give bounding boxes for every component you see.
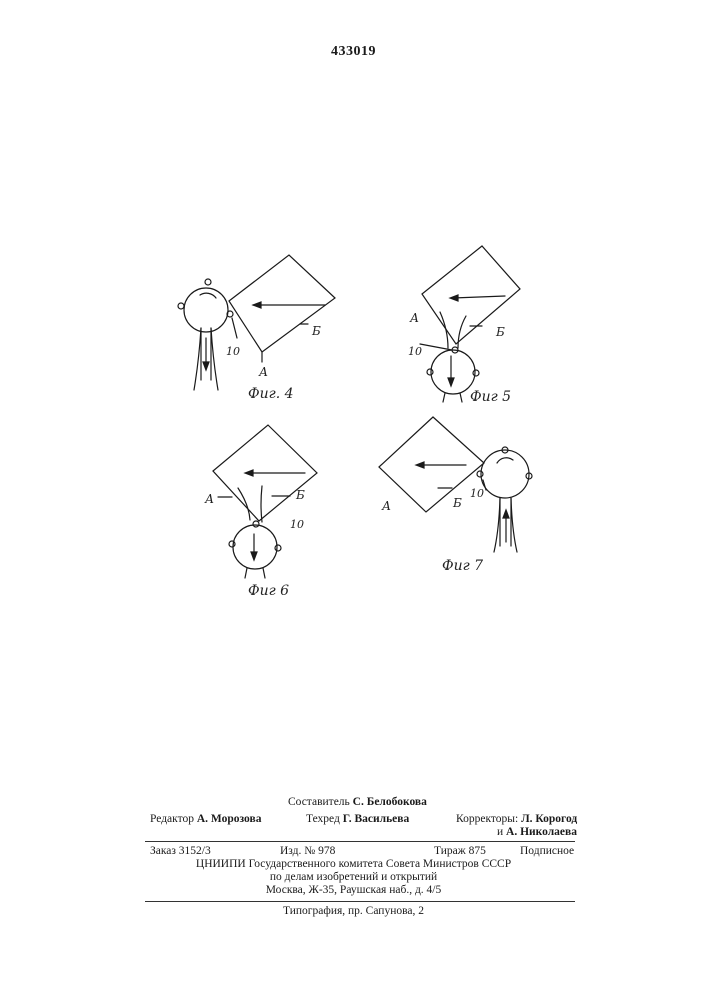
divider-top [145, 841, 575, 842]
correctors-label: Корректоры: [456, 813, 518, 825]
corrector-1: Л. Корогод [521, 813, 577, 825]
fig5-caption: Фиг 5 [470, 389, 511, 405]
fig7-roller [481, 450, 529, 498]
fig4-caption: Фиг. 4 [248, 386, 294, 402]
fig6-caption: Фиг 6 [248, 583, 289, 599]
printing-house: Типография, пр. Сапунова, 2 [0, 905, 707, 917]
figure-7: 10 А Б Фиг 7 [379, 417, 532, 574]
fig5-panel [422, 246, 520, 344]
editor-line: Редактор А. Морозова [150, 813, 261, 825]
fig4-roller [184, 288, 228, 332]
editor-label: Редактор [150, 813, 194, 825]
subscription: Подписное [520, 845, 574, 857]
techred-label: Техред [306, 813, 340, 825]
compiler-name: С. Белобокова [353, 796, 427, 808]
compiler-line: Составитель С. Белобокова [288, 796, 427, 808]
order-number: Заказ 3152/3 [150, 845, 211, 857]
fig6-label-b: Б [295, 488, 305, 502]
fig7-label-b: Б [452, 496, 462, 510]
corrector-2: А. Николаева [506, 826, 577, 838]
divider-bottom [145, 901, 575, 902]
corrector-2-prefix: и [497, 826, 503, 838]
correctors-line: Корректоры: Л. Корогод [456, 813, 577, 825]
techred-name: Г. Васильева [343, 813, 410, 825]
org-line-2: по делам изобретений и открытий [0, 871, 707, 883]
org-line-1: ЦНИИПИ Государственного комитета Совета … [0, 858, 707, 870]
fig7-part-label: 10 [470, 487, 484, 500]
fig4-label-b: Б [311, 324, 321, 338]
figure-4: 10 А Б Фиг. 4 [178, 255, 335, 402]
fig5-label-b: Б [495, 325, 505, 339]
circulation: Тираж 875 [434, 845, 486, 857]
fig4-label-a: А [258, 365, 268, 379]
editor-name: А. Морозова [197, 813, 262, 825]
compiler-label: Составитель [288, 796, 350, 808]
fig5-part-label: 10 [408, 345, 422, 358]
fig7-label-a: А [381, 499, 391, 513]
fig6-roller [233, 525, 277, 569]
fig6-part-label: 10 [290, 518, 304, 531]
fig5-label-a: А [409, 311, 419, 325]
corrector-2-line: и А. Николаева [497, 826, 577, 838]
address: Москва, Ж-35, Раушская наб., д. 4/5 [0, 884, 707, 896]
fig7-caption: Фиг 7 [442, 558, 483, 574]
figure-5: 10 А Б Фиг 5 [408, 246, 520, 405]
fig6-label-a: А [204, 492, 214, 506]
fig5-roller [431, 350, 475, 394]
fig4-part-label: 10 [226, 345, 240, 358]
techred-line: Техред Г. Васильева [306, 813, 409, 825]
publication-number: Изд. № 978 [280, 845, 335, 857]
figure-6: 10 А Б Фиг 6 [204, 425, 317, 599]
